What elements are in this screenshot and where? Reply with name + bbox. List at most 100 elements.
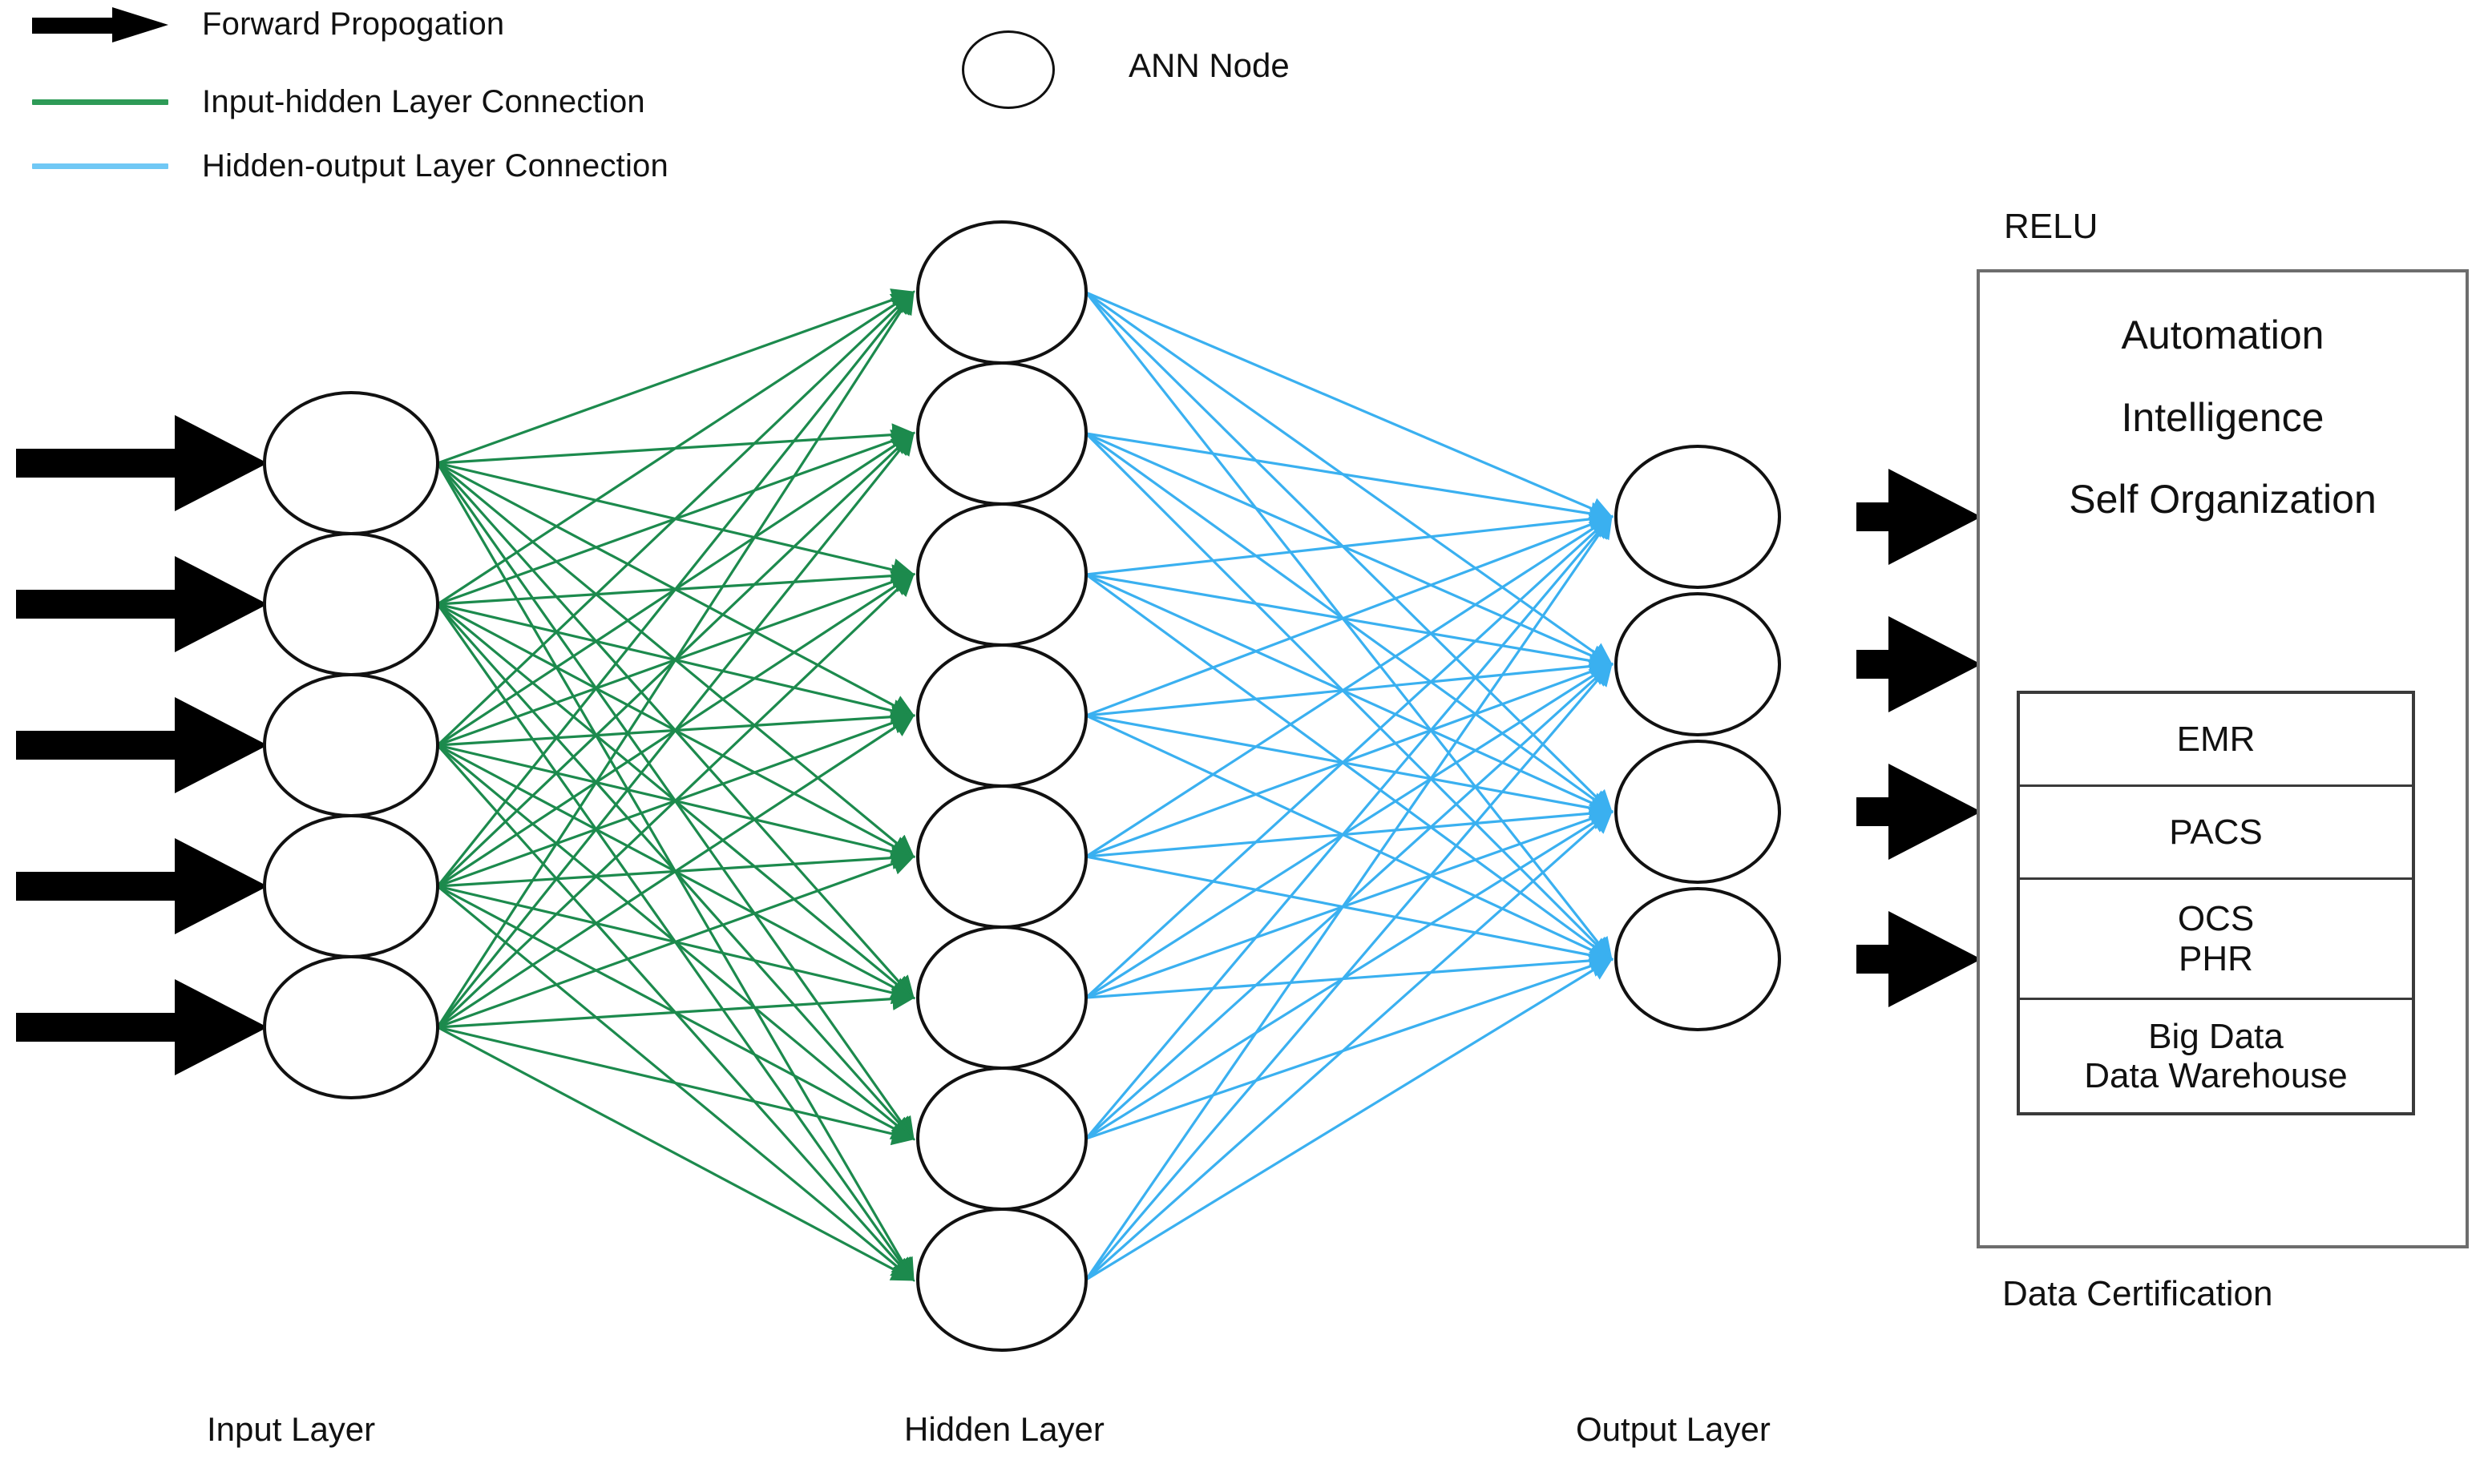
input-hidden-edge xyxy=(437,1026,916,1146)
output-arrow-head xyxy=(1888,911,1981,1007)
output-node xyxy=(1614,592,1781,736)
hidden-output-edge xyxy=(1085,949,1614,999)
output-node xyxy=(1614,887,1781,1031)
hidden-output-edge xyxy=(1085,714,1614,820)
input-node xyxy=(263,391,439,535)
output-arrow-head xyxy=(1888,469,1981,565)
table-cell-line: EMR xyxy=(2176,719,2256,759)
output-node xyxy=(1614,445,1781,589)
hidden-output-edge xyxy=(1084,292,1613,962)
caption-data-certification: Data Certification xyxy=(2002,1274,2273,1313)
hidden-output-edge xyxy=(1085,660,1614,858)
input-hidden-edge xyxy=(436,572,915,1029)
legend-label-input-hidden: Input-hidden Layer Connection xyxy=(202,84,645,119)
table-cell: EMR xyxy=(2177,715,2256,764)
hidden-output-edge xyxy=(1085,855,1614,967)
input-hidden-edge xyxy=(437,987,916,1029)
input-node xyxy=(263,955,439,1099)
relu-item: Self Organization xyxy=(2069,477,2377,522)
input-arrows xyxy=(16,415,268,1075)
output-node xyxy=(1614,740,1781,884)
hidden-output-edge xyxy=(1085,663,1614,999)
hidden-output-edge xyxy=(1084,432,1614,962)
input-arrow-head xyxy=(175,415,268,511)
input-layer-nodes xyxy=(263,391,439,1099)
input-arrow-shaft xyxy=(16,449,175,478)
input-node xyxy=(263,814,439,958)
input-hidden-edge xyxy=(436,290,915,1028)
output-layer-nodes xyxy=(1614,445,1781,1031)
hidden-output-edge xyxy=(1085,958,1614,1281)
input-arrow-shaft xyxy=(16,731,175,760)
output-arrow-shaft xyxy=(1856,650,1888,679)
input-node xyxy=(263,673,439,817)
output-arrow-head xyxy=(1888,616,1981,712)
input-hidden-edge xyxy=(436,290,915,887)
hidden-node xyxy=(916,361,1088,506)
table-cell-line: PHR xyxy=(2179,938,2253,978)
hidden-output-edge xyxy=(1085,432,1614,526)
hidden-output-edge xyxy=(1084,662,1614,1140)
hidden-output-edge xyxy=(1085,432,1614,667)
caption-hidden-layer: Hidden Layer xyxy=(904,1410,1105,1448)
hidden-output-edge xyxy=(1085,432,1614,813)
hidden-output-edge xyxy=(1085,573,1614,814)
input-hidden-edge xyxy=(436,431,915,1028)
legend-item-hidden-output: Hidden-output Layer Connection xyxy=(32,148,668,184)
hidden-output-edge xyxy=(1085,954,1614,1140)
hidden-output-edge xyxy=(1084,514,1614,999)
table-cell-line: Big Data xyxy=(2148,1016,2284,1056)
input-arrow-head xyxy=(175,697,268,793)
hidden-output-edge xyxy=(1085,515,1614,858)
legend-label-ann-node: ANN Node xyxy=(1129,46,1290,84)
output-arrow-head xyxy=(1888,764,1981,860)
relu-item: Automation xyxy=(2121,313,2324,357)
legend-item-input-hidden: Input-hidden Layer Connection xyxy=(32,84,645,120)
input-arrow-shaft xyxy=(16,872,175,901)
input-arrow-head xyxy=(175,556,268,652)
hidden-node xyxy=(916,784,1088,929)
input-arrow-head xyxy=(175,838,268,934)
legend: Forward Propogation Input-hidden Layer C… xyxy=(0,0,1290,192)
hidden-output-edge xyxy=(1084,662,1614,1281)
output-arrow-shaft xyxy=(1856,502,1888,531)
caption-output-layer: Output Layer xyxy=(1576,1410,1771,1448)
relu-title: RELU xyxy=(2004,207,2098,246)
legend-label-forward-propagation: Forward Propogation xyxy=(202,6,505,42)
output-arrows xyxy=(1856,469,1981,1007)
relu-item: Intelligence xyxy=(2121,394,2324,440)
caption-input-layer: Input Layer xyxy=(207,1410,376,1448)
hidden-node xyxy=(916,220,1088,365)
hidden-output-edge xyxy=(1085,573,1614,672)
hidden-output-edge xyxy=(1085,573,1614,961)
table-cell-line: Data Warehouse xyxy=(2084,1056,2348,1095)
hidden-layer-nodes xyxy=(916,220,1088,1352)
hidden-output-edge xyxy=(1084,514,1613,1280)
hidden-output-edge xyxy=(1084,291,1614,814)
input-hidden-line-icon xyxy=(32,99,184,105)
input-hidden-edge xyxy=(436,290,915,747)
hidden-output-connections xyxy=(1084,291,1614,1281)
hidden-output-edge xyxy=(1084,809,1614,1281)
table-row: PACS xyxy=(2020,787,2412,880)
table-cell-line: OCS xyxy=(2177,899,2255,939)
legend-label-hidden-output: Hidden-output Layer Connection xyxy=(202,148,668,183)
output-arrow-shaft xyxy=(1856,797,1888,826)
input-arrow-shaft xyxy=(16,1013,175,1042)
hidden-output-edge xyxy=(1084,514,1614,1140)
forward-propagation-arrow-icon xyxy=(32,6,184,42)
hidden-node xyxy=(916,1067,1088,1211)
hidden-output-edge xyxy=(1085,291,1614,520)
hidden-output-edge xyxy=(1085,810,1614,1140)
input-hidden-edge xyxy=(437,714,915,1029)
input-hidden-edge xyxy=(437,853,916,1029)
hidden-output-edge xyxy=(1085,801,1614,858)
hidden-output-edge xyxy=(1085,714,1614,962)
output-arrow-shaft xyxy=(1856,945,1888,974)
